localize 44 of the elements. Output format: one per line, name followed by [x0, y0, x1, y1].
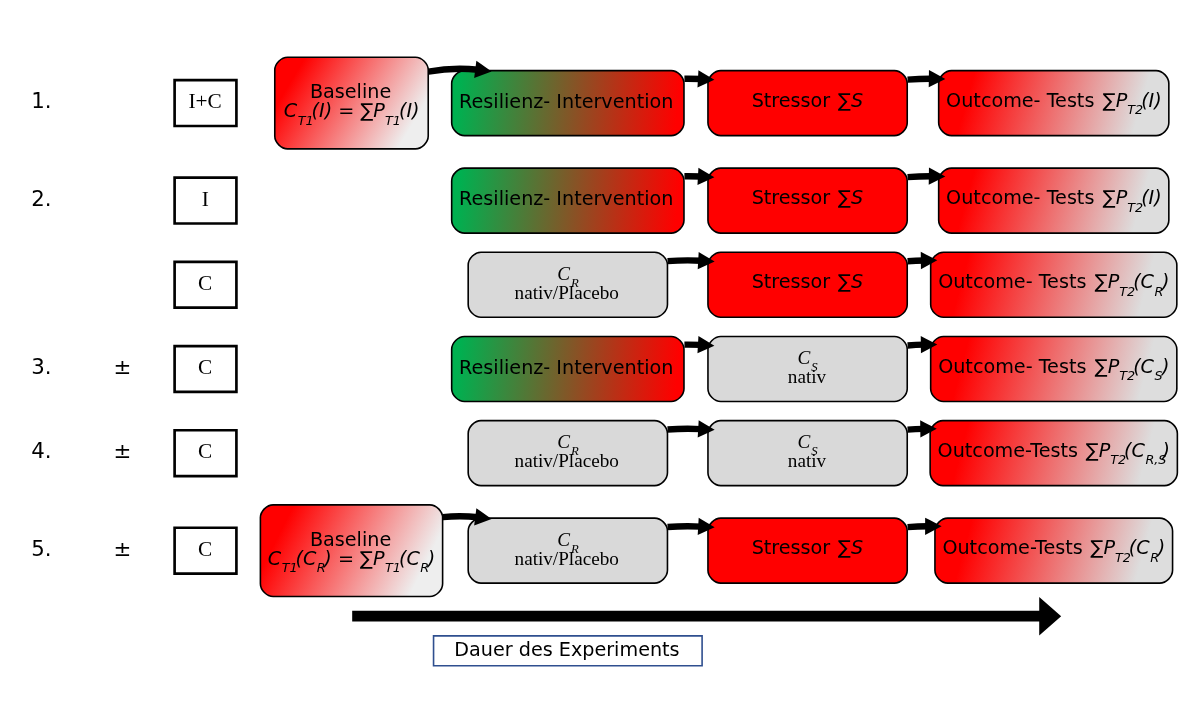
- node-box: Outcome- Tests ∑P$_{T2}$(I): [937, 69, 1170, 136]
- node-box: C$_{R}$ nativ/Placebo: [467, 250, 669, 318]
- arrow: [667, 517, 715, 535]
- node-box: C: [173, 428, 238, 477]
- arrow: [907, 69, 946, 87]
- label: 3.: [31, 353, 52, 379]
- node-box: Baseline C$_{T1}$(I) = ∑P$_{T1}$(I): [273, 55, 430, 150]
- node-box: C: [173, 344, 238, 393]
- node-box: C$_{S}$ nativ: [707, 335, 909, 402]
- node-box: I: [173, 175, 238, 225]
- node-box: C: [173, 260, 238, 309]
- arrow: [684, 335, 715, 353]
- node-box: C$_{R}$ nativ/Placebo: [467, 516, 669, 584]
- node-box: Stressor ∑S: [707, 516, 909, 584]
- node-box: Outcome-Tests ∑P$_{T2}$(C$_{R}$): [934, 516, 1174, 584]
- node-box: Resilienz- Intervention: [450, 335, 685, 402]
- node-box: Baseline C$_{T1}$(C$_{R}$) = ∑P$_{T1}$(C$_{R}$): [259, 503, 444, 597]
- label: 1.: [31, 87, 52, 113]
- label: 5.: [31, 535, 52, 561]
- node-box: Resilienz- Intervention: [450, 69, 685, 136]
- arrow: [667, 251, 715, 269]
- label: 4.: [31, 437, 52, 463]
- label: ±: [113, 353, 132, 379]
- node-box: Stressor ∑S: [707, 166, 909, 234]
- node-box: Outcome-Tests ∑P$_{T2}$(C$_{R,S}$): [929, 419, 1179, 486]
- arrow: [907, 517, 942, 535]
- arrow: [907, 167, 946, 185]
- arrow: [667, 419, 715, 438]
- label: 2.: [31, 185, 52, 211]
- node-box: C: [173, 525, 238, 575]
- arrow: [427, 60, 492, 78]
- node-box: Dauer des Experiments: [432, 634, 703, 667]
- node-box: Stressor ∑S: [707, 250, 909, 318]
- node-box: Outcome- Tests ∑P$_{T2}$(C$_{S}$): [929, 335, 1178, 402]
- node-box: I+C: [173, 78, 238, 127]
- node-box: Stressor ∑S: [707, 69, 909, 136]
- arrow: [442, 507, 492, 525]
- node-box: C$_{R}$ nativ/Placebo: [467, 419, 669, 486]
- node-box: Outcome- Tests ∑P$_{T2}$(C$_{R}$): [929, 250, 1178, 318]
- node-box: Resilienz- Intervention: [450, 166, 685, 234]
- label: ±: [113, 437, 132, 463]
- node-box: C$_{S}$ nativ: [707, 419, 909, 486]
- label: ±: [113, 535, 132, 561]
- node-box: Outcome- Tests ∑P$_{T2}$(I): [937, 166, 1170, 234]
